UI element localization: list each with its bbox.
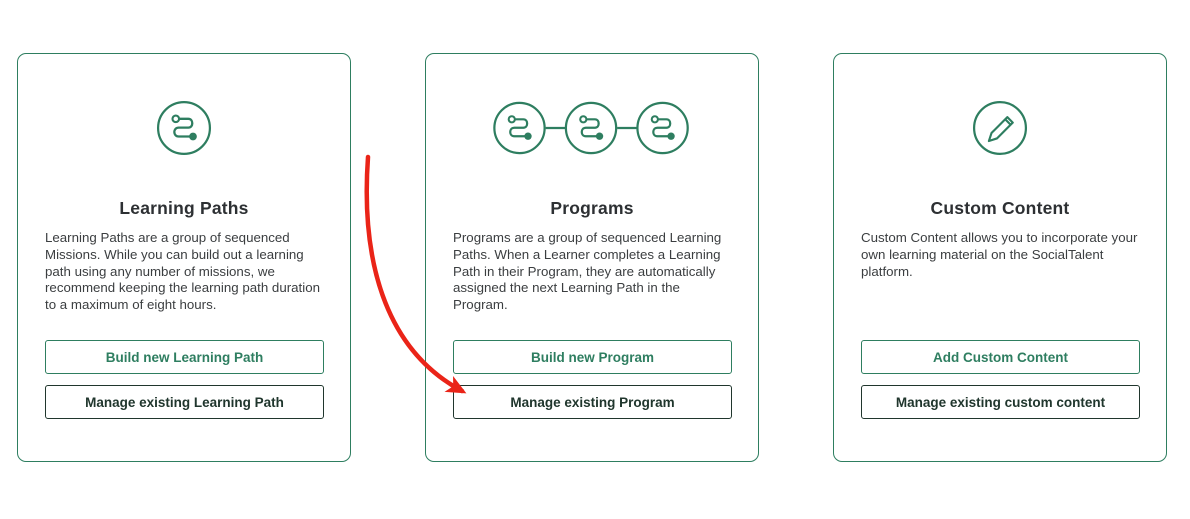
- card-description: Learning Paths are a group of sequenced …: [45, 230, 320, 313]
- card-title: Programs: [550, 198, 634, 218]
- pencil-icon: [834, 98, 1166, 158]
- learning-path-icon: [18, 98, 350, 158]
- build-new-program-button[interactable]: Build new Program: [453, 340, 732, 374]
- card-custom-content: Custom Content Custom Content allows you…: [833, 53, 1167, 462]
- build-new-learning-path-button[interactable]: Build new Learning Path: [45, 340, 324, 374]
- card-title: Learning Paths: [119, 198, 249, 218]
- manage-existing-custom-content-button[interactable]: Manage existing custom content: [861, 385, 1140, 419]
- manage-existing-program-button[interactable]: Manage existing Program: [453, 385, 732, 419]
- card-programs: Programs Programs are a group of sequenc…: [425, 53, 759, 462]
- manage-existing-learning-path-button[interactable]: Manage existing Learning Path: [45, 385, 324, 419]
- card-learning-paths: Learning Paths Learning Paths are a grou…: [17, 53, 351, 462]
- program-chain-icon: [426, 98, 758, 158]
- card-title: Custom Content: [930, 198, 1070, 218]
- add-custom-content-button[interactable]: Add Custom Content: [861, 340, 1140, 374]
- card-row: Learning Paths Learning Paths are a grou…: [17, 53, 1167, 462]
- card-description: Custom Content allows you to incorporate…: [861, 230, 1138, 279]
- card-description: Programs are a group of sequenced Learni…: [453, 230, 722, 313]
